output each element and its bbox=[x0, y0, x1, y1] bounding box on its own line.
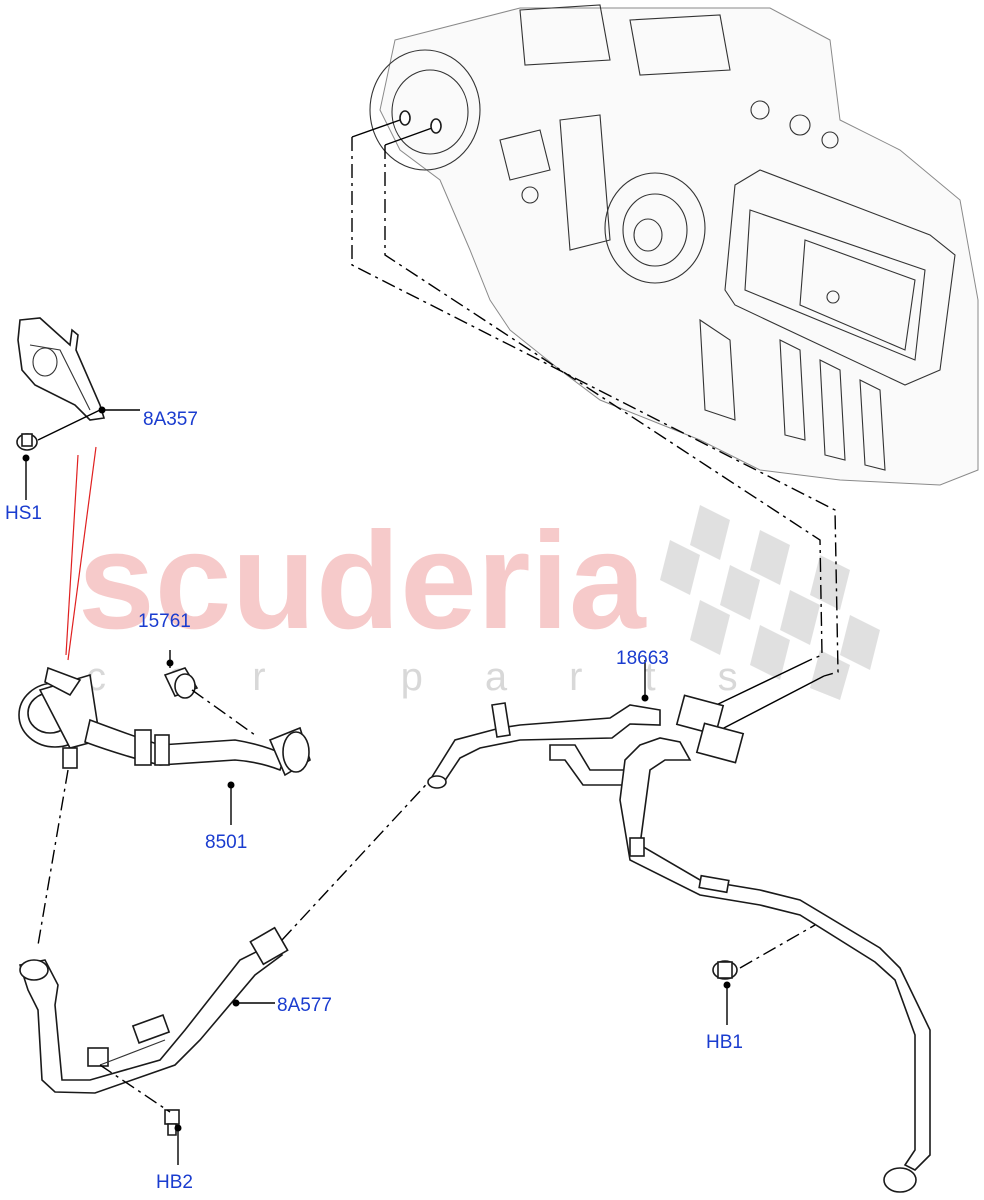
connector-15761 bbox=[163, 667, 199, 699]
bolt-HB2 bbox=[164, 1109, 180, 1136]
hose-assembly-18663 bbox=[427, 694, 931, 1193]
heater-pipe-stubs bbox=[351, 110, 442, 146]
label-HB1: HB1 bbox=[706, 1032, 743, 1053]
bracket-8A357 bbox=[17, 317, 106, 421]
label-15761: 15761 bbox=[138, 611, 191, 632]
label-18663: 18663 bbox=[616, 648, 669, 669]
watermark-brand: scuderia bbox=[78, 504, 647, 658]
label-8A357: 8A357 bbox=[143, 409, 198, 430]
red-leader-line bbox=[67, 446, 97, 661]
routing-line-supply bbox=[351, 137, 839, 677]
label-HS1: HS1 bbox=[5, 503, 42, 524]
hose-8A577 bbox=[18, 926, 289, 1094]
hvac-housing bbox=[369, 4, 979, 486]
bolt-HB1 bbox=[712, 960, 738, 980]
screw-HS1 bbox=[16, 433, 38, 451]
routing-line-mid bbox=[281, 774, 436, 941]
label-HB2: HB2 bbox=[156, 1172, 193, 1193]
label-8501: 8501 bbox=[205, 832, 247, 853]
red-leader-line bbox=[65, 454, 79, 656]
coolant-pump-8501 bbox=[18, 666, 311, 777]
routing-line-return bbox=[384, 145, 823, 661]
routing-line-pump bbox=[37, 769, 69, 946]
label-8A577: 8A577 bbox=[277, 995, 332, 1016]
